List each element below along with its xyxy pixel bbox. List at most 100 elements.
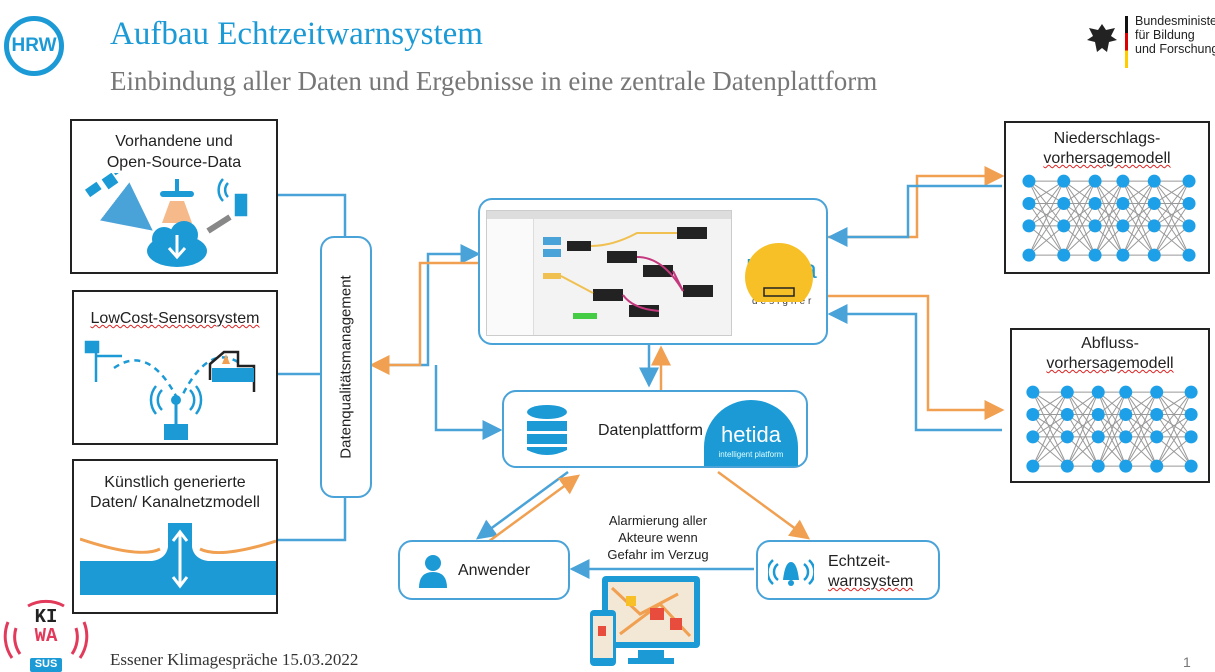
radar-antenna-icon <box>217 178 248 217</box>
nn-node <box>1147 248 1161 262</box>
niederschlag-model-box: Niederschlags- vorhersagemodell <box>1004 121 1210 274</box>
designer-screenshot <box>486 210 732 336</box>
nn-node <box>1060 459 1074 473</box>
user-icon <box>419 555 447 588</box>
open-data-label: Vorhandene und Open-Source-Data <box>72 131 276 173</box>
kiwa-line-1: KI <box>34 606 58 628</box>
platform-brand: hetida <box>721 422 781 447</box>
bmbf-logo: Bundesministerium für Bildung und Forsch… <box>1085 14 1215 70</box>
nn-node <box>1182 197 1196 211</box>
flag-bar <box>1125 16 1128 68</box>
open-data-box: Vorhandene und Open-Source-Data <box>70 119 278 274</box>
sensor-illustration <box>84 340 256 440</box>
nn-node <box>1182 219 1196 233</box>
anwender-box: Anwender <box>398 540 570 600</box>
devices-map-illustration <box>590 576 700 666</box>
nn-node <box>1091 408 1105 422</box>
cloud-download-icon <box>147 221 207 267</box>
open-data-line-2: Open-Source-Data <box>106 154 242 171</box>
nn-node <box>1119 385 1133 399</box>
nn-node <box>1147 197 1161 211</box>
satellite-icon <box>84 173 128 198</box>
niederschlag-line-1: Niederschlags- <box>1053 130 1161 147</box>
nn-node <box>1184 408 1198 422</box>
datenplattform-box: Datenplattform hetida intelligent platfo… <box>502 390 808 468</box>
nn-node <box>1057 248 1071 262</box>
drone-icon <box>160 179 194 223</box>
abfluss-model-box: Abfluss- vorhersagemodell <box>1010 328 1210 483</box>
nn-node <box>1116 219 1130 233</box>
nn-node <box>1022 174 1036 188</box>
kuenstlich-box: Künstlich generierte Daten/ Kanalnetzmod… <box>72 459 278 614</box>
kuenstlich-line-1: Künstlich generierte <box>104 474 246 491</box>
nn-node <box>1022 219 1036 233</box>
ministry-line-1: Bundesministerium <box>1135 14 1215 28</box>
page-subtitle: Einbindung aller Daten und Ergebnisse in… <box>110 66 878 96</box>
nn-node <box>1184 459 1198 473</box>
wireless-sensor-icon <box>149 385 203 440</box>
nn-node <box>1182 174 1196 188</box>
kiwasus-logo: KI WA SUS <box>2 592 90 672</box>
weather-station-icon <box>84 340 122 382</box>
kuenstlich-label: Künstlich generierte Daten/ Kanalnetzmod… <box>74 473 276 513</box>
echtzeit-line-2: warnsystem <box>828 573 914 590</box>
nn-node <box>1150 385 1164 399</box>
nn-node <box>1150 408 1164 422</box>
footer-event: Essener Klimagespräche 15.03.2022 <box>110 650 359 669</box>
nn-node <box>1091 459 1105 473</box>
quality-management-box: Datenqualitätsmanagement <box>320 236 372 498</box>
nn-node <box>1184 430 1198 444</box>
nn-node <box>1022 197 1036 211</box>
kiwa-line-3: SUS <box>34 658 58 670</box>
alarm-line-2: Akteure wenn <box>618 530 698 545</box>
niederschlag-line-2: vorhersagemodell <box>1043 150 1171 167</box>
hetida-designer-box: hetida designer <box>478 198 828 345</box>
workflow-graph <box>543 227 713 319</box>
neural-network-icon <box>1026 385 1198 473</box>
niederschlag-label: Niederschlags- vorhersagemodell <box>1006 129 1208 169</box>
nn-node <box>1022 248 1036 262</box>
nn-node <box>1088 197 1102 211</box>
nn-node <box>1184 385 1198 399</box>
kuenstlich-line-2: Daten/ Kanalnetzmodell <box>90 494 260 511</box>
database-icon <box>527 405 567 455</box>
kiwasus-text: KI WA <box>26 608 66 646</box>
nn-node <box>1119 459 1133 473</box>
ministry-line-3: und Forschung <box>1135 42 1215 56</box>
nn-node <box>1091 430 1105 444</box>
alarm-line-1: Alarmierung aller <box>608 513 708 528</box>
hrw-logo: HRW <box>4 16 64 76</box>
kiwasus-emblem <box>3 599 89 672</box>
nn-node <box>1088 219 1102 233</box>
nn-node <box>1182 248 1196 262</box>
lowcost-box: LowCost-Sensorsystem <box>72 290 278 445</box>
anwender-label: Anwender <box>458 562 531 579</box>
echtzeit-label: Echtzeit- warnsystem <box>828 552 913 592</box>
nn-node <box>1026 430 1040 444</box>
nn-node <box>1116 197 1130 211</box>
alarm-text: Alarmierung aller Akteure wenn Gefahr im… <box>578 512 738 563</box>
nn-node <box>1150 459 1164 473</box>
quality-management-label: Datenqualitätsmanagement <box>337 275 355 459</box>
nn-node <box>1057 174 1071 188</box>
nn-node <box>1088 248 1102 262</box>
abfluss-label: Abfluss- vorhersagemodell <box>1012 334 1208 374</box>
nn-node <box>1116 248 1130 262</box>
nn-node <box>1026 385 1040 399</box>
nn-node <box>1088 174 1102 188</box>
water-gauge-icon <box>208 350 256 392</box>
platform-sub: intelligent platform <box>718 450 784 459</box>
eagle-icon <box>1087 24 1117 52</box>
nn-node <box>1147 174 1161 188</box>
nn-node <box>1026 459 1040 473</box>
nn-node <box>1060 408 1074 422</box>
abfluss-line-1: Abfluss- <box>1081 335 1139 352</box>
hrw-logo-text: HRW <box>11 35 57 56</box>
nn-node <box>1026 408 1040 422</box>
alarm-line-3: Gefahr im Verzug <box>607 547 709 562</box>
lowcost-label: LowCost-Sensorsystem <box>90 310 260 327</box>
kiwa-line-2: WA <box>34 625 58 647</box>
alarm-bell-icon <box>768 559 814 586</box>
page-title: Aufbau Echtzeitwarnsystem <box>110 16 483 52</box>
